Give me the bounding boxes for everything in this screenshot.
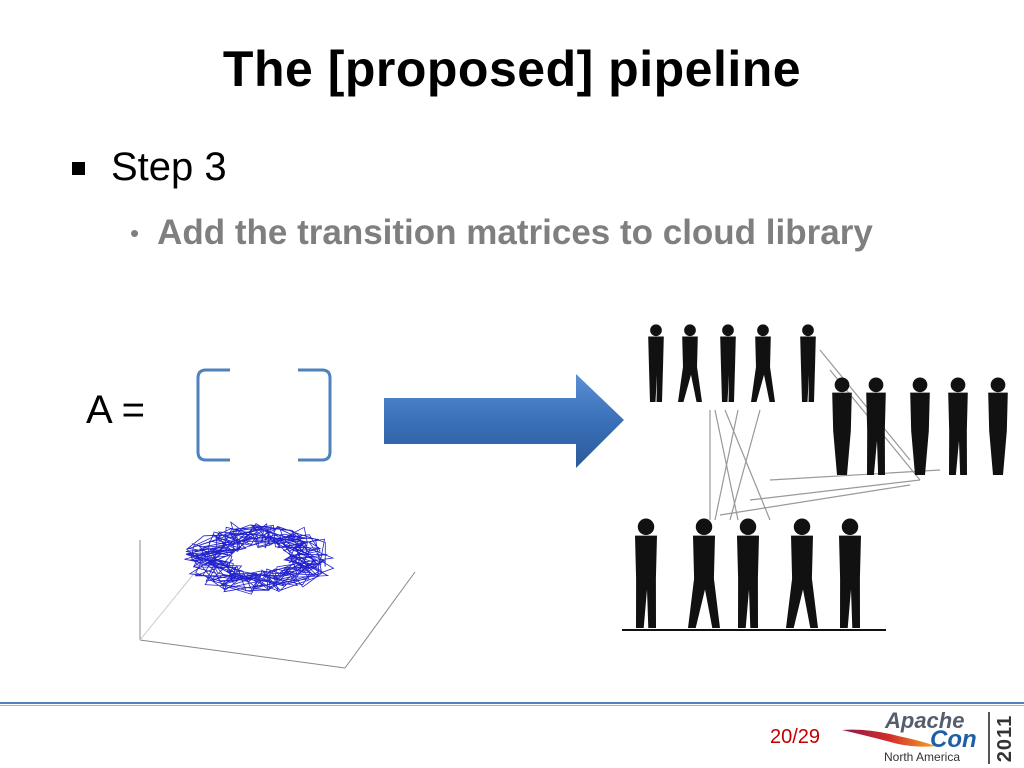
silhouette-body: [751, 336, 775, 402]
empty-matrix-brackets: [196, 368, 332, 462]
logo-con-text: Con: [930, 726, 977, 753]
logo-apache-text: Apache: [885, 708, 965, 733]
silhouette-head: [684, 324, 696, 337]
silhouette-head: [841, 518, 859, 536]
silhouette-body: [866, 392, 886, 475]
dot-bullet-icon: •: [130, 217, 140, 248]
apachecon-logo: Apache Con North America 2011: [838, 708, 1024, 766]
sub-bullet: • Add the transition matrices to cloud l…: [130, 210, 873, 256]
silhouette-head: [637, 518, 655, 536]
equation-label: A =: [86, 388, 145, 432]
bullet-step: Step 3: [72, 142, 227, 192]
silhouette-body: [948, 392, 968, 475]
trajectory-path: [184, 521, 335, 595]
silhouette-head: [802, 324, 814, 337]
silhouette-head: [868, 377, 884, 393]
silhouette-body: [832, 392, 852, 475]
silhouette-body: [688, 535, 720, 628]
silhouette-head: [912, 377, 928, 393]
silhouette-head: [695, 518, 713, 536]
silhouette-body: [678, 336, 702, 402]
logo-year-text: 2011: [994, 714, 1017, 762]
square-bullet-icon: [72, 161, 85, 175]
silhouette-body: [737, 535, 759, 628]
silhouette-head: [990, 377, 1006, 393]
silhouette-head: [757, 324, 769, 337]
silhouette-body: [648, 336, 664, 402]
silhouette-body: [839, 535, 861, 628]
right-arrow-icon: [384, 374, 624, 468]
silhouette-head: [834, 377, 850, 393]
logo-year: 2011: [988, 712, 1022, 764]
sub-bullet-text: Add the transition matrices to cloud lib…: [157, 213, 873, 252]
silhouette-head: [793, 518, 811, 536]
footer-rule: [0, 702, 1024, 706]
walking-silhouettes-image: [622, 324, 1008, 631]
trajectory-3d-plot: [139, 521, 416, 669]
bullet-step-text: Step 3: [111, 144, 227, 189]
silhouette-body: [800, 336, 816, 402]
silhouette-head: [650, 324, 662, 337]
slide-title: The [proposed] pipeline: [222, 41, 802, 97]
apache-feather-icon: [842, 729, 936, 747]
silhouette-body: [720, 336, 736, 402]
silhouette-body: [988, 392, 1008, 475]
silhouette-body: [786, 535, 818, 628]
logo-region-text: North America: [884, 750, 961, 764]
silhouette-body: [635, 535, 657, 628]
silhouette-head: [950, 377, 966, 393]
silhouette-head: [739, 518, 757, 536]
page-number: 20/29: [770, 726, 821, 748]
silhouette-head: [722, 324, 734, 337]
silhouette-body: [910, 392, 930, 475]
